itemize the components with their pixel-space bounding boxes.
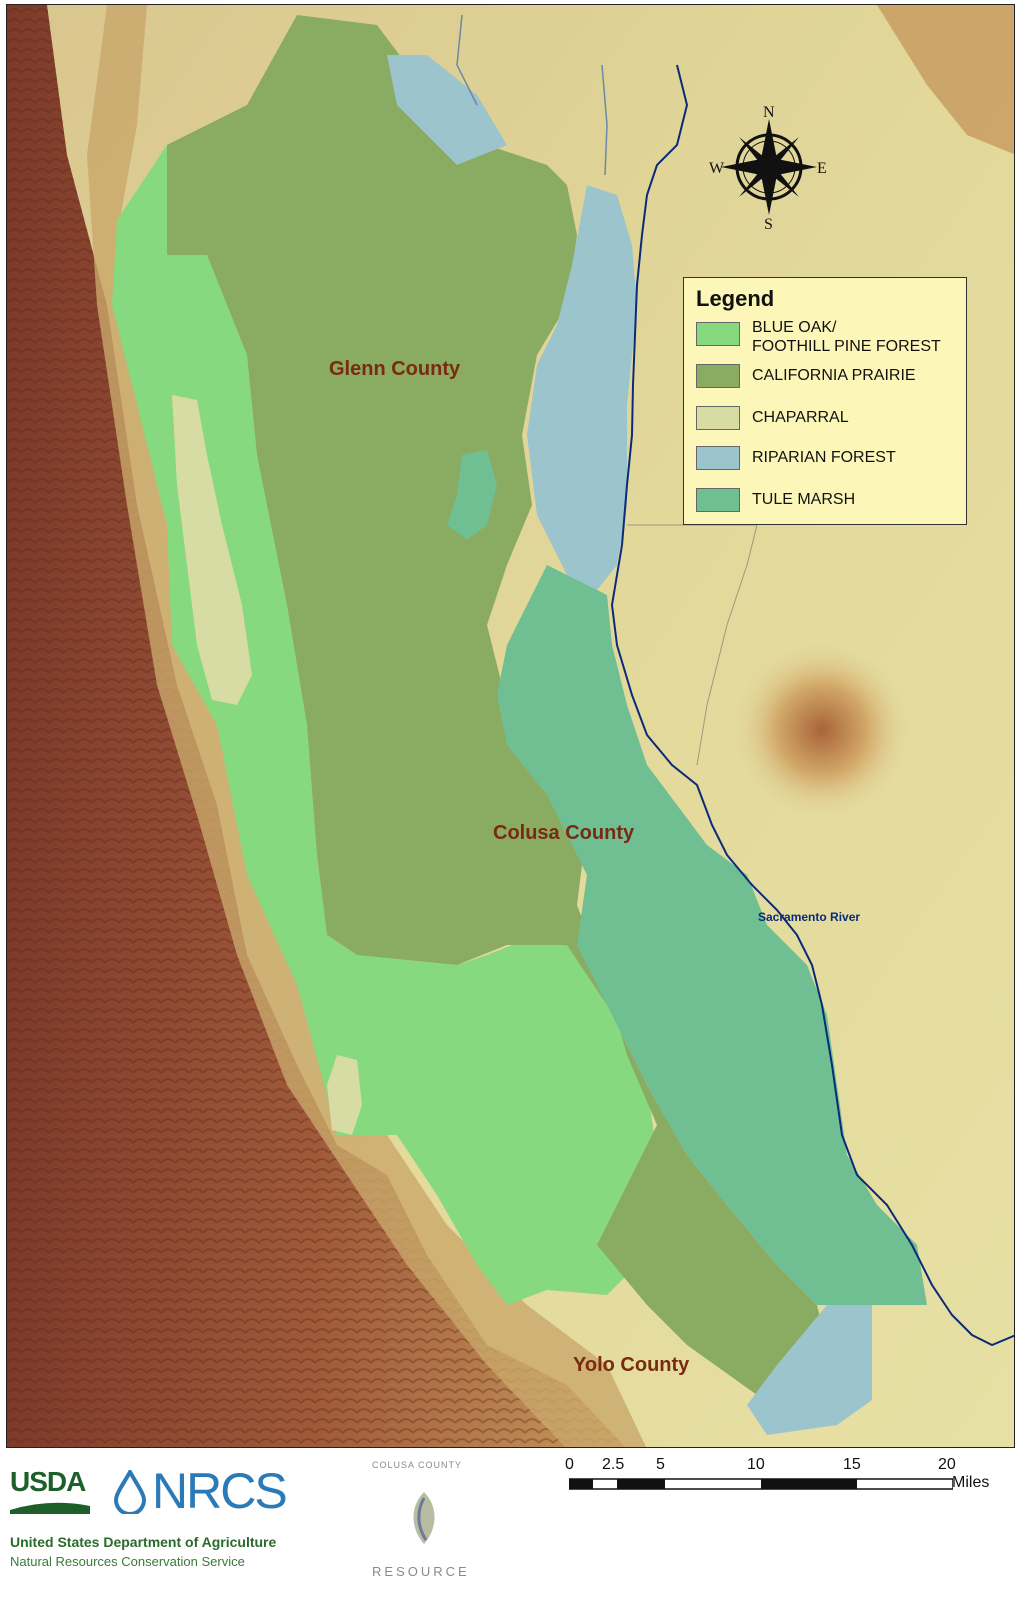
zone-riparian-south	[747, 1305, 872, 1435]
compass-north: N	[763, 104, 775, 121]
zone-tule-marsh-pond	[447, 450, 497, 540]
compass-west: W	[709, 160, 725, 177]
foothill-band	[87, 5, 647, 1447]
zone-blue-oak	[112, 95, 657, 1305]
rcd-logo-block: COLUSA COUNTY RESOURCE	[370, 1460, 490, 1600]
mountain-ridges	[7, 5, 626, 1447]
rcd-resource-text: RESOURCE	[372, 1564, 470, 1579]
scale-bar-graphic	[569, 1478, 953, 1490]
label-sacramento-river: Sacramento River	[758, 910, 860, 924]
footer: USDA NRCS United States Department of Ag…	[0, 1450, 1021, 1606]
leaf-icon	[413, 1492, 435, 1544]
map-frame: Glenn County Colusa County Yolo County S…	[6, 4, 1015, 1448]
scale-label-15: 15	[843, 1456, 861, 1473]
label-glenn-county: Glenn County	[329, 358, 461, 380]
scale-label-20: 20	[938, 1456, 956, 1473]
legend-swatch-tule-marsh	[696, 488, 740, 512]
legend-swatch-prairie	[696, 364, 740, 388]
legend: Legend BLUE OAK/ FOOTHILL PINE FOREST CA…	[683, 277, 967, 525]
tributary-creek	[456, 14, 608, 176]
nrcs-full-name: Natural Resources Conservation Service	[10, 1554, 245, 1569]
compass-rose: N S E W	[709, 104, 827, 233]
sacramento-river	[610, 64, 1014, 1347]
zone-prairie	[167, 15, 827, 1395]
zone-chaparral-south	[327, 1055, 362, 1135]
zone-tule-marsh	[497, 565, 927, 1305]
nrcs-logo: NRCS	[152, 1463, 288, 1519]
scale-label-5: 5	[656, 1456, 665, 1473]
legend-swatch-blue-oak	[696, 322, 740, 346]
scale-label-0: 0	[565, 1456, 574, 1473]
map-canvas: Glenn County Colusa County Yolo County S…	[7, 5, 1014, 1447]
compass-east: E	[817, 160, 827, 177]
sutter-buttes	[732, 640, 912, 820]
usda-logo: USDA	[10, 1466, 86, 1497]
scale-label-10: 10	[747, 1456, 765, 1473]
scale-unit-label: Miles	[952, 1474, 990, 1491]
zone-riparian-east	[527, 185, 637, 590]
rcd-county-name: COLUSA COUNTY	[372, 1460, 463, 1470]
zone-chaparral-north	[172, 395, 252, 705]
county-boundary	[627, 524, 758, 766]
legend-label-prairie: CALIFORNIA PRAIRIE	[752, 367, 916, 384]
usda-stripe-icon	[10, 1502, 90, 1514]
legend-swatch-riparian	[696, 446, 740, 470]
compass-south: S	[764, 216, 773, 233]
legend-title: Legend	[696, 286, 775, 311]
scale-bar: 0 2.5 5 10 15 20 Miles	[560, 1450, 1010, 1530]
label-yolo-county: Yolo County	[573, 1354, 690, 1376]
legend-label-tule-marsh: TULE MARSH	[752, 491, 856, 508]
northeast-hills	[877, 5, 1014, 155]
legend-label-blue-oak: BLUE OAK/ FOOTHILL PINE FOREST	[752, 319, 941, 355]
usda-full-name: United States Department of Agriculture	[10, 1534, 277, 1550]
label-colusa-county: Colusa County	[493, 822, 635, 844]
legend-swatch-chaparral	[696, 406, 740, 430]
legend-label-riparian: RIPARIAN FOREST	[752, 449, 896, 466]
scale-label-2-5: 2.5	[602, 1456, 625, 1473]
zone-riparian-north	[387, 55, 507, 165]
water-drop-icon	[113, 1470, 147, 1514]
usda-nrcs-logo-block: USDA NRCS United States Department of Ag…	[10, 1462, 340, 1602]
legend-label-chaparral: CHAPARRAL	[752, 409, 849, 426]
